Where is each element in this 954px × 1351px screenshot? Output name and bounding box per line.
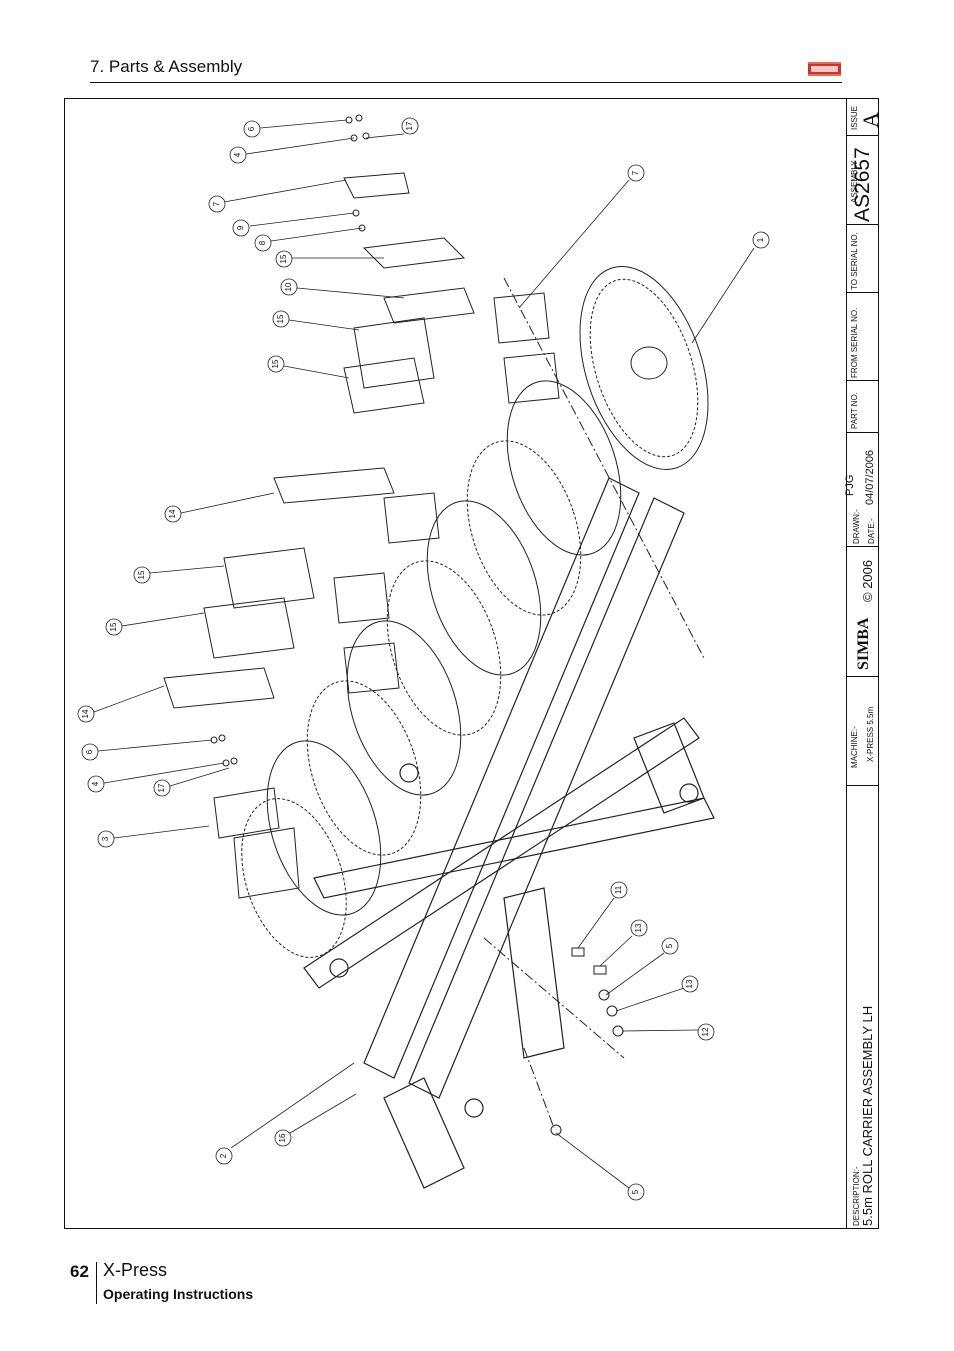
callout-label: 4 <box>233 152 242 157</box>
simba-logo <box>808 62 841 76</box>
date-label: DATE:- <box>867 518 876 544</box>
callout: 8 <box>254 227 363 252</box>
callout-label: 15 <box>137 570 146 579</box>
drawing-frame <box>64 98 879 1229</box>
callout-label: 8 <box>258 240 267 245</box>
machine-label: MACHINE:- <box>850 726 859 768</box>
callout-label: 6 <box>247 126 256 131</box>
callout: 14 <box>164 492 275 523</box>
header-rule <box>90 82 842 83</box>
callout-label: 9 <box>236 225 245 230</box>
tb-separator <box>846 292 879 293</box>
footer-divider <box>96 1262 97 1304</box>
copyright: © 2006 <box>860 559 875 602</box>
tb-separator <box>846 676 879 677</box>
callout: 13 <box>615 975 699 1012</box>
title-block-border <box>846 98 847 1229</box>
callout-label: 16 <box>278 1133 287 1142</box>
callout: 15 <box>105 612 205 636</box>
callout: 6 <box>81 739 213 761</box>
callout-label: 12 <box>701 1027 710 1036</box>
tb-separator <box>846 546 879 547</box>
callout-label: 14 <box>168 509 177 518</box>
part-no-label: PART NO. <box>850 392 859 429</box>
product-name: X-Press <box>103 1260 168 1280</box>
callout: 7 <box>208 179 347 213</box>
frame-beams <box>303 477 715 1189</box>
callout: 5 <box>555 1132 645 1201</box>
callout: 15 <box>133 565 225 584</box>
tb-separator <box>846 135 879 136</box>
page-number: 62 <box>70 1262 89 1281</box>
callout: 14 <box>77 685 165 723</box>
callout-label: 17 <box>405 121 414 130</box>
callout-label: 13 <box>634 923 643 932</box>
callout: 2 <box>215 1062 355 1165</box>
callout-label: 15 <box>109 622 118 631</box>
callout-label: 2 <box>219 1153 228 1158</box>
to-serial-label: TO SERIAL NO. <box>850 232 859 290</box>
callout: 15 <box>275 250 384 268</box>
callout: 10 <box>280 278 405 299</box>
callout-label: 15 <box>271 359 280 368</box>
callout: 11 <box>577 881 628 949</box>
callout: 15 <box>267 355 350 379</box>
callout-label: 7 <box>631 170 640 175</box>
exploded-assembly-drawing: 6 4 17 7 9 8 15 10 15 15 7 1 14 15 15 14… <box>77 114 770 1201</box>
callout-label: 7 <box>212 201 221 206</box>
part-callouts: 6 4 17 7 9 8 15 10 15 15 7 1 14 15 15 14… <box>77 117 770 1201</box>
callout-label: 15 <box>276 314 285 323</box>
callout-label: 4 <box>91 781 100 786</box>
callout: 17 <box>153 767 230 797</box>
callout: 6 <box>243 119 348 138</box>
callout-label: 10 <box>284 282 293 291</box>
tb-separator <box>846 432 879 433</box>
drawing-date: 04/07/2006 <box>864 449 876 505</box>
callout: 13 <box>599 919 648 967</box>
tb-separator <box>846 380 879 381</box>
tb-separator <box>846 785 879 786</box>
callout-label: 6 <box>85 749 94 754</box>
machine-value: X-PRESS 5.5m <box>866 706 875 762</box>
callout: 3 <box>97 825 210 848</box>
tb-separator <box>846 224 879 225</box>
callout-label: 15 <box>279 254 288 263</box>
callout: 7 <box>518 164 645 309</box>
callout: 4 <box>229 137 355 164</box>
callout: 17 <box>365 117 419 139</box>
callout-label: 1 <box>756 237 765 242</box>
callout: 9 <box>232 212 355 237</box>
callout: 5 <box>605 937 679 996</box>
scraper-brackets <box>163 172 560 899</box>
callout-label: 17 <box>157 783 166 792</box>
drawn-by: PJG <box>844 474 856 496</box>
callout: 4 <box>87 762 225 793</box>
manual-subtitle: Operating Instructions <box>103 1286 254 1302</box>
roller-disks <box>241 266 709 958</box>
callout-label: 13 <box>685 979 694 988</box>
hardware <box>210 114 624 1136</box>
callout-label: 5 <box>631 1189 640 1194</box>
description-value: 5.5m ROLL CARRIER ASSEMBLY LH <box>860 1005 875 1226</box>
drawn-label: DRAWN:- <box>852 509 861 544</box>
brand-mark: SIMBA <box>855 617 872 670</box>
assembly-number: AS2657 <box>851 147 874 222</box>
callout: 15 <box>272 310 360 331</box>
callout-label: 5 <box>665 943 674 948</box>
callout-label: 11 <box>614 885 623 894</box>
callout-label: 3 <box>101 836 110 841</box>
issue-value: A <box>858 112 883 128</box>
callout-label: 14 <box>81 709 90 718</box>
callout: 16 <box>274 1093 357 1147</box>
callout: 1 <box>691 231 770 344</box>
callout: 12 <box>621 1023 715 1041</box>
section-title: 7. Parts & Assembly <box>90 57 243 76</box>
from-serial-label: FROM SERIAL NO. <box>850 307 859 378</box>
